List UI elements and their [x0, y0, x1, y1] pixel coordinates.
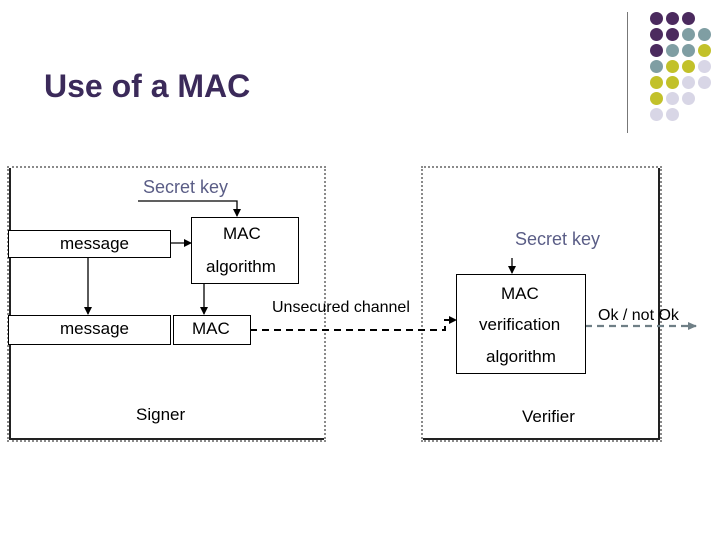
decorative-dot: [666, 108, 679, 121]
mac-algorithm-label-line2: algorithm: [206, 257, 276, 276]
decorative-dot: [666, 44, 679, 57]
mac-algorithm-label-line1: MAC: [223, 224, 261, 243]
mac-output-label: MAC: [192, 319, 230, 338]
signer-panel: [7, 166, 326, 442]
unsecured-channel-label: Unsecured channel: [272, 299, 410, 316]
message-label-bottom: message: [60, 319, 129, 338]
decorative-dot: [650, 44, 663, 57]
decorative-dot: [682, 76, 695, 89]
mac-verification-box: [456, 274, 586, 374]
decorative-dot: [682, 92, 695, 105]
decorative-dot: [666, 12, 679, 25]
message-label-top: message: [60, 234, 129, 253]
decorative-dot: [682, 44, 695, 57]
mac-verification-label-line2: verification: [479, 315, 561, 334]
result-label: Ok / not Ok: [598, 307, 679, 324]
page-title: Use of a MAC: [44, 68, 251, 104]
decorative-dot: [666, 92, 679, 105]
decorative-dot: [698, 44, 711, 57]
message-box-bottom: [8, 315, 171, 345]
mac-verification-label-line1: MAC: [501, 284, 539, 303]
verifier-secret-key-label: Secret key: [515, 229, 601, 249]
mac-algorithm-box: [191, 217, 299, 284]
decorative-dot: [650, 108, 663, 121]
decorative-dot: [682, 28, 695, 41]
verifier-caption: Verifier: [522, 407, 575, 426]
mac-output-box: [173, 315, 251, 345]
mac-verification-label-line3: algorithm: [486, 347, 556, 366]
decorative-dot: [682, 12, 695, 25]
decorative-dot: [666, 76, 679, 89]
decorative-dot: [650, 76, 663, 89]
decorative-dot: [650, 28, 663, 41]
signer-key-arrow: [138, 200, 241, 217]
decorative-dot: [650, 92, 663, 105]
decorative-dot: [682, 60, 695, 73]
decorative-dot: [650, 12, 663, 25]
verifier-panel: [421, 166, 662, 442]
decorative-dot: [698, 76, 711, 89]
decorative-dot: [666, 28, 679, 41]
signer-caption: Signer: [136, 405, 186, 424]
decorative-dot: [666, 60, 679, 73]
decorative-dot: [650, 60, 663, 73]
unsecured-channel-arrow: [250, 316, 457, 331]
title-divider-line: [627, 12, 628, 133]
decorative-dot: [698, 60, 711, 73]
signer-secret-key-label: Secret key: [143, 177, 229, 197]
decorative-dot: [698, 28, 711, 41]
message-box-top: [8, 230, 171, 258]
